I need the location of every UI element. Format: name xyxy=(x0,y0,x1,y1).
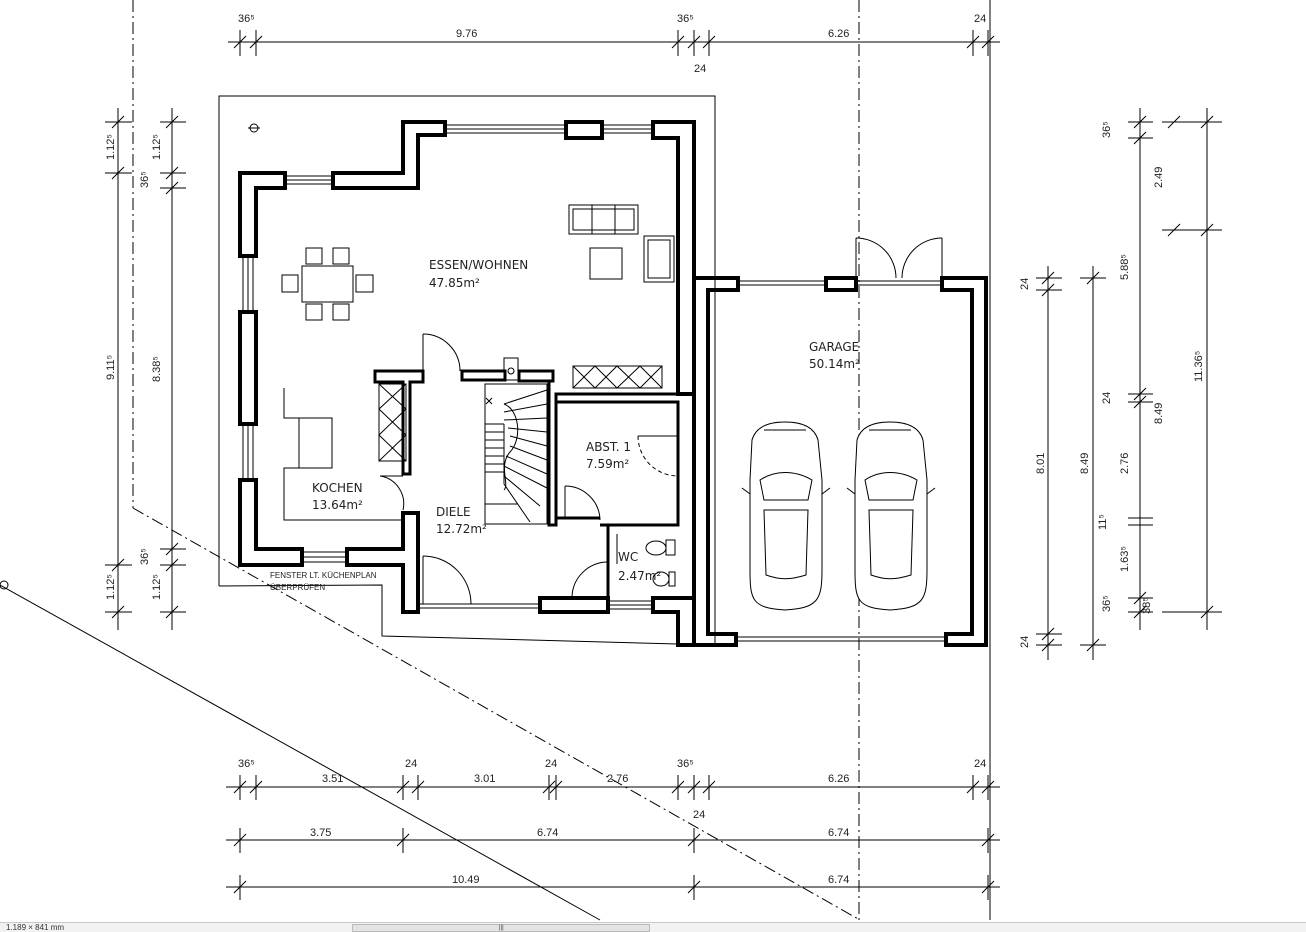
furniture xyxy=(281,204,676,587)
room-name-abst: ABST. 1 xyxy=(586,440,631,454)
dim-bottom3-1: 10.49 xyxy=(452,874,480,886)
dim-top-4: 24 xyxy=(694,63,706,75)
dimension-texts: 36⁵ 9.76 36⁵ 24 6.26 24 36⁵ 3.51 24 3.01… xyxy=(105,13,1205,886)
room-name-garage: GARAGE xyxy=(809,340,859,354)
dim-bottom2-2: 6.74 xyxy=(537,827,558,839)
room-area-essen: 47.85m² xyxy=(429,276,480,290)
scrollbar-grip[interactable]: ||| xyxy=(499,925,504,931)
room-area-abst: 7.59m² xyxy=(586,457,629,471)
staircase xyxy=(484,383,548,525)
room-labels: ESSEN/WOHNEN 47.85m² KOCHEN 13.64m² DIEL… xyxy=(270,258,860,592)
dim-top-6: 24 xyxy=(974,13,986,25)
dim-right-c2: 8.01 xyxy=(1035,453,1047,474)
doors xyxy=(379,237,943,605)
car-left xyxy=(741,421,831,611)
windows xyxy=(242,124,946,642)
dim-bottom1-5: 24 xyxy=(545,758,557,770)
dim-left-a1: 1.12⁵ xyxy=(105,134,117,160)
dim-bottom1-7: 36⁵ xyxy=(677,758,694,770)
dim-bottom2-3: 6.74 xyxy=(828,827,849,839)
dim-bottom1-6: 2.76 xyxy=(607,773,628,785)
dim-left-b5: 1.12⁵ xyxy=(151,574,163,600)
room-area-garage: 50.14m² xyxy=(809,357,860,371)
dim-bottom1-9: 6.26 xyxy=(828,773,849,785)
dim-right-d2: 8.49 xyxy=(1079,453,1091,474)
dim-right-e6: 36⁵ xyxy=(1101,595,1113,612)
dim-left-b4: 36⁵ xyxy=(139,548,151,565)
dim-bottom1-3: 24 xyxy=(405,758,417,770)
room-name-essen: ESSEN/WOHNEN xyxy=(429,258,528,272)
dim-right-f4: 11.36⁵ xyxy=(1193,351,1205,382)
dim-right-f3: 8.49 xyxy=(1153,403,1165,424)
dim-left-a2: 9.11⁵ xyxy=(105,355,117,380)
dim-right-e5: 1.63⁵ xyxy=(1119,546,1131,572)
dim-bottom1-4: 3.01 xyxy=(474,773,495,785)
scale-readout: 1.189 × 841 mm xyxy=(6,923,65,932)
dim-right-d1: 24 xyxy=(1101,392,1113,404)
dim-top-1: 36⁵ xyxy=(238,13,255,25)
room-area-diele: 12.72m² xyxy=(436,522,487,536)
room-name-wc: WC xyxy=(618,550,638,564)
room-area-kochen: 13.64m² xyxy=(312,498,363,512)
dim-right-e4: 11⁵ xyxy=(1097,514,1109,530)
dim-top-5: 6.26 xyxy=(828,28,849,40)
dim-bottom1-10: 24 xyxy=(974,758,986,770)
dim-right-e3: 2.76 xyxy=(1119,453,1131,474)
dim-left-b2: 36⁵ xyxy=(139,171,151,188)
dim-left-b1: 1.12⁵ xyxy=(151,134,163,160)
note-fenster-line1: FENSTER LT. KÜCHENPLAN xyxy=(270,571,377,580)
dim-top-2: 9.76 xyxy=(456,28,477,40)
room-name-diele: DIELE xyxy=(436,505,471,519)
dim-bottom2-1: 3.75 xyxy=(310,827,331,839)
car-right xyxy=(846,421,936,611)
dim-left-b3: 8.38⁵ xyxy=(151,356,163,382)
dim-right-c1: 24 xyxy=(1019,278,1031,290)
dim-bottom1-1: 36⁵ xyxy=(238,758,255,770)
dim-right-f5: 38⁵ xyxy=(1141,597,1153,614)
dim-bottom1-8: 24 xyxy=(693,809,705,821)
dim-left-a3: 1.12⁵ xyxy=(105,574,117,600)
room-name-kochen: KOCHEN xyxy=(312,481,363,495)
dim-bottom3-2: 6.74 xyxy=(828,874,849,886)
dim-top-3: 36⁵ xyxy=(677,13,694,25)
room-area-wc: 2.47m² xyxy=(618,569,661,583)
note-fenster-line2: ÜBERPRÜFEN xyxy=(270,583,325,592)
dimension-lines xyxy=(105,30,1222,900)
cars xyxy=(741,421,936,611)
dim-bottom1-2: 3.51 xyxy=(322,773,343,785)
dim-right-c3: 24 xyxy=(1019,636,1031,648)
dim-right-f2: 2.49 xyxy=(1153,167,1165,188)
dim-right-f1: 36⁵ xyxy=(1101,121,1113,138)
dim-right-e1: 5.88⁵ xyxy=(1119,254,1131,280)
